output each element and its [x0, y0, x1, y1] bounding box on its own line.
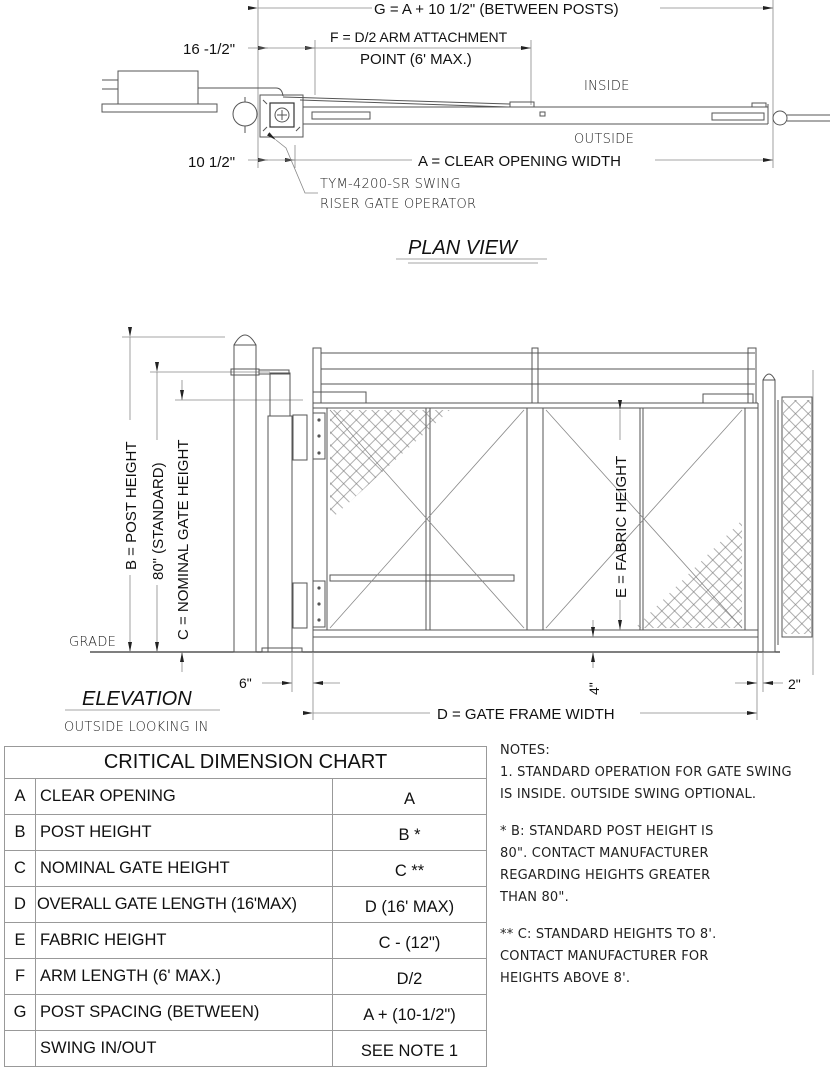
dim-c-label: C = NOMINAL GATE HEIGHT [175, 440, 192, 640]
row-label: OVERALL GATE LENGTH (16'MAX) [35, 886, 333, 923]
row-key: F [4, 958, 36, 995]
dim-a-label: A = CLEAR OPENING WIDTH [418, 153, 621, 170]
critical-dimension-chart: CRITICAL DIMENSION CHART A CLEAR OPENING… [4, 746, 487, 1067]
note-c-line3: HEIGHTS ABOVE 8'. [500, 971, 631, 986]
operator-label-line2: RISER GATE OPERATOR [320, 197, 476, 212]
note-b-line1: * B: STANDARD POST HEIGHT IS [500, 824, 714, 839]
row-label: POST HEIGHT [35, 814, 333, 851]
row-key [4, 1030, 36, 1067]
row-key: C [4, 850, 36, 887]
dim-4-label: 4" [586, 682, 602, 695]
dim-80-label: 80" (STANDARD) [150, 462, 167, 580]
note-c: ** C: STANDARD HEIGHTS TO 8'. CONTACT MA… [500, 924, 830, 990]
row-value: SEE NOTE 1 [332, 1030, 487, 1067]
row-value: A + (10-1/2") [332, 994, 487, 1031]
table-row: G POST SPACING (BETWEEN) A + (10-1/2") [4, 994, 487, 1031]
chain-link-mesh [330, 410, 450, 520]
table-row: D OVERALL GATE LENGTH (16'MAX) D (16' MA… [4, 886, 487, 923]
note-c-line2: CONTACT MANUFACTURER FOR [500, 949, 709, 964]
dim-10-half-label: 10 1/2" [188, 154, 235, 171]
label-outside: OUTSIDE [574, 132, 634, 147]
row-value: A [332, 778, 487, 815]
note-b-line4: THAN 80". [500, 890, 569, 905]
note-1-line2: IS INSIDE. OUTSIDE SWING OPTIONAL. [500, 787, 757, 802]
dim-6-label: 6" [239, 675, 252, 691]
row-value: B * [332, 814, 487, 851]
row-label: POST SPACING (BETWEEN) [35, 994, 333, 1031]
row-value: D/2 [332, 958, 487, 995]
operator-label-line1: TYM-4200-SR SWING [320, 177, 461, 192]
row-key: D [4, 886, 36, 923]
row-label: ARM LENGTH (6' MAX.) [35, 958, 333, 995]
row-label: CLEAR OPENING [35, 778, 333, 815]
note-1-line1: 1. STANDARD OPERATION FOR GATE SWING [500, 765, 792, 780]
table-row: B POST HEIGHT B * [4, 814, 487, 851]
note-c-line1: ** C: STANDARD HEIGHTS TO 8'. [500, 927, 717, 942]
dim-d-label: D = GATE FRAME WIDTH [437, 706, 615, 723]
table-row: A CLEAR OPENING A [4, 778, 487, 815]
plan-view-title: PLAN VIEW [408, 237, 519, 259]
fence-mesh [783, 400, 811, 634]
technical-drawing: G = A + 10 1/2" (BETWEEN POSTS) 16 -1/2"… [64, 0, 830, 735]
notes-block: NOTES: 1. STANDARD OPERATION FOR GATE SW… [500, 740, 830, 1005]
plan-view: G = A + 10 1/2" (BETWEEN POSTS) 16 -1/2"… [101, 0, 830, 264]
chain-link-mesh [635, 520, 742, 628]
table-row: C NOMINAL GATE HEIGHT C ** [4, 850, 487, 887]
table-row: SWING IN/OUT SEE NOTE 1 [4, 1030, 487, 1067]
note-b-line3: REGARDING HEIGHTS GREATER [500, 868, 711, 883]
row-value: D (16' MAX) [332, 886, 487, 923]
row-label: FABRIC HEIGHT [35, 922, 333, 959]
row-value: C ** [332, 850, 487, 887]
dim-f-label-line2: POINT (6' MAX.) [360, 51, 472, 68]
dim-2-label: 2" [788, 676, 801, 692]
dim-f-label-line1: F = D/2 ARM ATTACHMENT [330, 29, 508, 45]
row-value: C - (12") [332, 922, 487, 959]
row-key: B [4, 814, 36, 851]
note-b-line2: 80". CONTACT MANUFACTURER [500, 846, 709, 861]
dim-b-label: B = POST HEIGHT [123, 441, 140, 570]
elevation-title: ELEVATION [82, 688, 192, 710]
table-row: F ARM LENGTH (6' MAX.) D/2 [4, 958, 487, 995]
row-label: SWING IN/OUT [35, 1030, 333, 1067]
row-key: G [4, 994, 36, 1031]
dim-g-label: G = A + 10 1/2" (BETWEEN POSTS) [374, 1, 619, 18]
dim-e-label: E = FABRIC HEIGHT [613, 456, 630, 598]
row-label: NOMINAL GATE HEIGHT [35, 850, 333, 887]
table-row: E FABRIC HEIGHT C - (12") [4, 922, 487, 959]
note-b: * B: STANDARD POST HEIGHT IS 80". CONTAC… [500, 821, 830, 909]
note-1: 1. STANDARD OPERATION FOR GATE SWING IS … [500, 762, 830, 806]
elevation-view: B = POST HEIGHT 80" (STANDARD) C = NOMIN… [64, 327, 814, 735]
label-grade: GRADE [69, 635, 116, 650]
label-inside: INSIDE [584, 79, 630, 94]
chart-title: CRITICAL DIMENSION CHART [4, 746, 487, 779]
row-key: E [4, 922, 36, 959]
elevation-subtitle: OUTSIDE LOOKING IN [64, 720, 209, 735]
notes-header: NOTES: [500, 743, 550, 758]
dim-16-half-label: 16 -1/2" [183, 41, 235, 58]
row-key: A [4, 778, 36, 815]
